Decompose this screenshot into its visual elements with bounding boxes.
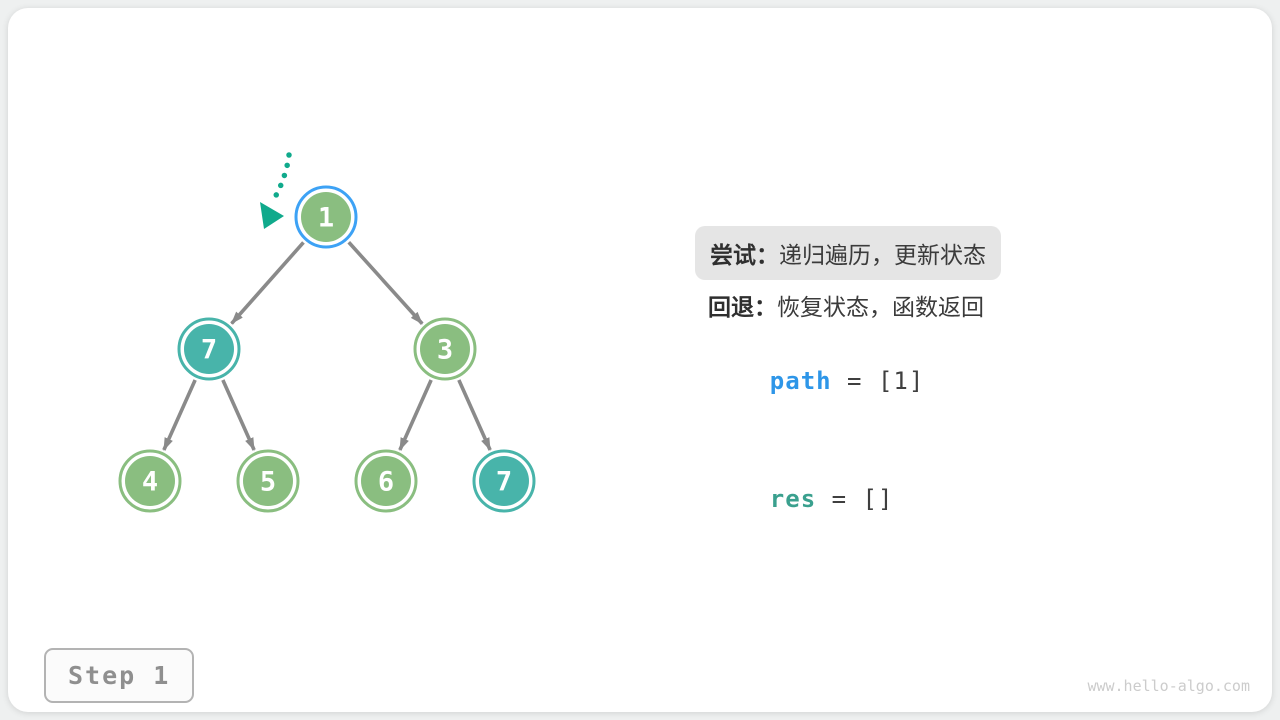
path-variable-value: = [1]: [831, 367, 925, 395]
res-variable-value: = []: [816, 485, 894, 513]
path-variable-line: path = [1]: [708, 339, 924, 423]
backtrack-annotation: 回退：恢复状态，函数返回: [708, 288, 984, 322]
tree-node-LL-value: 4: [142, 467, 158, 498]
tree-edge-L-LR: [221, 379, 256, 451]
tree-node-L: 7: [177, 317, 241, 381]
try-annotation: 尝试：递归遍历，更新状态: [695, 226, 1001, 280]
binary-tree-diagram: 1 7 3 4 5 6 7: [118, 152, 536, 513]
res-variable-line: res = []: [708, 457, 893, 541]
backtrack-label: 回退：: [708, 294, 777, 320]
tree-edge-root-R: [347, 241, 424, 325]
tree-node-LL: 4: [118, 449, 182, 513]
tree-node-LR-value: 5: [260, 467, 276, 498]
tree-node-RR-value: 7: [496, 467, 512, 498]
tree-node-R: 3: [413, 317, 477, 381]
tree-node-L-value: 7: [201, 335, 217, 366]
tree-edge-R-RL: [398, 379, 433, 451]
tree-edge-R-RR: [457, 379, 492, 451]
res-variable-name: res: [769, 485, 817, 513]
tree-node-root-value: 1: [318, 203, 334, 234]
canvas-card: 1 7 3 4 5 6 7 尝试：递归遍历，更新状态 回退：恢复状态，函数返回 path =…: [8, 8, 1272, 712]
tree-edges: [162, 241, 492, 451]
tree-node-RR: 7: [472, 449, 536, 513]
tree-node-RL: 6: [354, 449, 418, 513]
step-badge: Step 1: [44, 648, 195, 703]
tree-edge-L-LL: [162, 379, 197, 451]
backtrack-text: 恢复状态，函数返回: [777, 294, 984, 320]
tree-node-LR: 5: [236, 449, 300, 513]
watermark: www.hello-algo.com: [1087, 677, 1250, 695]
try-label: 尝试：: [710, 242, 779, 268]
current-node-pointer-icon: [260, 152, 292, 229]
path-variable-name: path: [769, 367, 832, 395]
try-text: 递归遍历，更新状态: [779, 242, 986, 268]
tree-node-R-value: 3: [437, 335, 453, 366]
tree-edge-root-L: [230, 241, 305, 325]
tree-node-root: 1: [294, 185, 358, 249]
tree-node-RL-value: 6: [378, 467, 394, 498]
